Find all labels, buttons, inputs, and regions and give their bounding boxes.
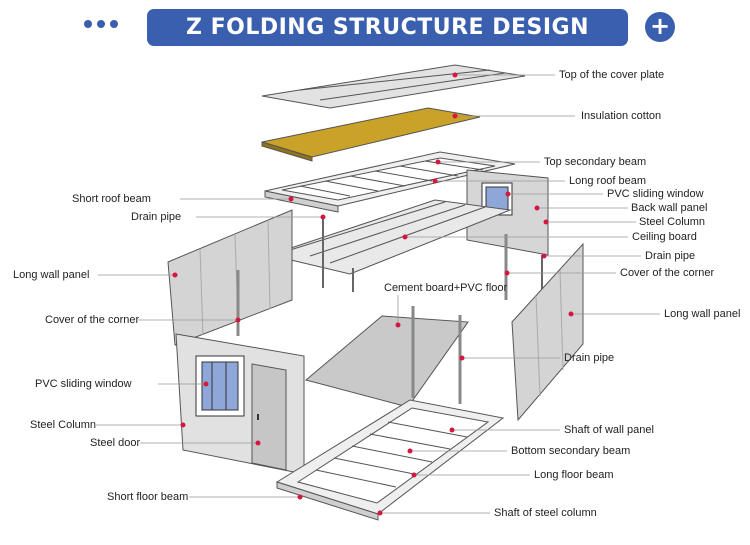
marker-dot [255,440,261,446]
long-wall-panel-right [511,242,584,422]
roof-frame-inner [281,157,496,201]
wall-seam [199,248,204,336]
marker-dot [395,322,401,328]
label-pvc-sliding-window-left: PVC sliding window [35,378,132,390]
label-shaft-wall-panel: Shaft of wall panel [564,424,654,436]
marker-dot [180,422,186,428]
marker-dot [534,205,540,211]
marker-dot [543,219,549,225]
floor-beam [333,457,415,475]
roof-beam [324,180,379,192]
label-long-roof-beam: Long roof beam [569,175,647,187]
marker-dot [452,113,458,119]
steel-door [251,363,287,471]
wall-seam [267,219,271,310]
marker-dot [411,472,417,478]
marker-dot [505,191,511,197]
wall-seam [535,295,541,397]
label-long-wall-panel-right: Long wall panel [664,308,741,320]
floor-beam [351,445,433,463]
marker-dot [452,72,458,78]
floor-beam [315,469,397,488]
insulation-cotton [261,107,481,158]
label-top-cover-plate: Top of the cover plate [559,69,665,81]
long-wall-panel-left [167,209,293,346]
marker-dot [504,270,510,276]
insulation-edge [261,141,313,162]
banner-title: Z FOLDING STRUCTURE DESIGN [185,15,590,40]
three-dots-icon[interactable] [84,20,118,28]
title-banner: Z FOLDING STRUCTURE DESIGN [147,9,628,46]
label-cover-corner-right: Cover of the corner [620,267,715,279]
cover-seam [299,69,491,91]
label-drain-pipe-right-mid: Drain pipe [564,352,615,364]
label-bottom-secondary-beam: Bottom secondary beam [511,445,631,457]
roof-frame-edge [264,190,339,213]
ceiling-rib [329,206,486,264]
label-ceiling-board: Ceiling board [632,231,697,243]
roof-beam [424,160,484,171]
marker-dot [459,355,465,361]
top-cover-plate [261,64,526,109]
label-long-floor-beam: Long floor beam [534,469,614,481]
cover-seam [319,72,506,101]
floor-beam [387,421,468,438]
marker-dot [320,214,326,220]
dot [110,20,118,28]
label-cement-board: Cement board+PVC floor [384,282,508,294]
dot [97,20,105,28]
label-back-wall-panel: Back wall panel [631,202,708,214]
marker-dot [568,311,574,317]
label-steel-column-left: Steel Column [30,419,97,431]
label-drain-pipe-left: Drain pipe [131,211,182,223]
marker-dot [377,510,383,516]
marker-dot [235,317,241,323]
roof-beam [349,175,406,187]
marker-dot [407,448,413,454]
floor-frame-edge [276,481,379,521]
label-short-roof-beam: Short roof beam [72,193,151,205]
front-window-glass [201,361,239,411]
label-drain-pipe-right-top: Drain pipe [645,250,696,262]
ceiling-rib [289,201,446,251]
marker-dot [432,178,438,184]
floor-beam [369,433,451,450]
label-long-wall-panel-left: Long wall panel [13,269,90,281]
label-steel-door: Steel door [90,437,141,449]
marker-dot [449,427,455,433]
label-shaft-steel-column: Shaft of steel column [494,507,597,519]
marker-dot [288,196,294,202]
roof-beam [374,170,433,182]
wall-seam [559,269,564,371]
ceiling-rib [309,204,466,257]
marker-dot [541,253,547,259]
marker-dot [297,494,303,500]
label-short-floor-beam: Short floor beam [107,491,189,503]
label-insulation-cotton: Insulation cotton [581,110,662,122]
marker-dot [203,381,209,387]
label-cover-corner-left: Cover of the corner [45,314,140,326]
plus-glyph: + [649,12,671,40]
marker-dot [435,159,441,165]
roof-beam [399,165,459,177]
roof-beam [299,185,351,197]
dot [84,20,92,28]
label-pvc-sliding-window-right: PVC sliding window [607,188,704,200]
label-top-secondary-beam: Top secondary beam [544,156,647,168]
marker-dot [172,272,178,278]
plus-circle-icon[interactable]: + [645,12,675,42]
cement-board-floor [304,315,469,408]
marker-dot [402,234,408,240]
label-steel-column-right: Steel Column [639,216,706,228]
